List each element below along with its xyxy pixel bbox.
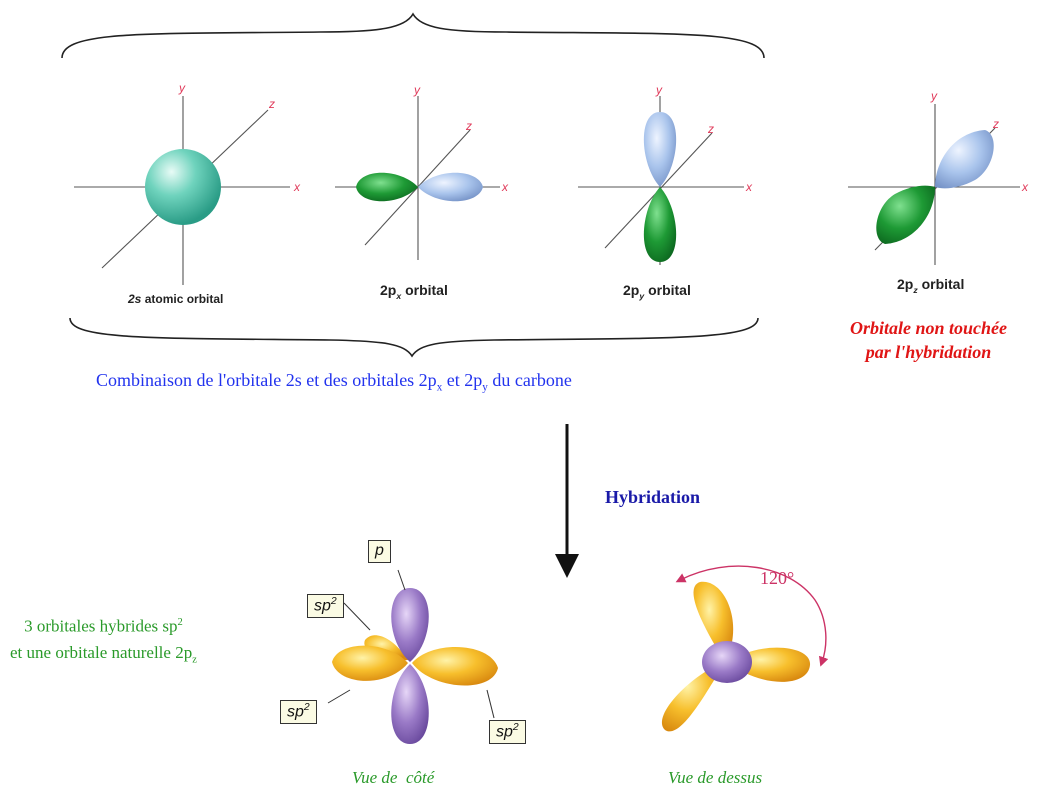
axis-label-y: y — [178, 81, 186, 95]
caption-sub-y: y — [482, 381, 488, 394]
result-text: et une orbitale naturelle 2p — [10, 642, 193, 662]
axis-label-x: x — [745, 180, 753, 194]
axis-label-z: z — [992, 117, 999, 131]
orbital-prefix: 2s — [128, 292, 142, 306]
callout-sup: 2 — [512, 722, 519, 733]
orbital-name: orbital — [648, 282, 691, 298]
orbital-2s: x y z — [74, 81, 301, 285]
combination-caption: Combinaison de l'orbitale 2s et des orbi… — [96, 370, 572, 394]
orbital-prefix: 2p — [897, 276, 914, 292]
sp2-lobe-left — [332, 645, 408, 681]
axis-label-x: x — [501, 180, 509, 194]
axis-label-x: x — [1021, 180, 1029, 194]
axis-label-y: y — [930, 89, 938, 103]
orbital-2px: x y z — [335, 83, 509, 260]
sp2-side-view — [327, 569, 498, 744]
orbital-sub: y — [639, 290, 645, 301]
untouched-note: Orbitale non touchée par l'hybridation — [850, 316, 1007, 364]
angle-arrow — [675, 565, 829, 667]
caption-sub-x: x — [436, 381, 443, 394]
orbital-name: orbital — [921, 276, 965, 292]
view-label-side: Vue de côté — [352, 768, 435, 787]
callout-sp2-upper-left: sp2 — [307, 594, 344, 619]
axis-label-x: x — [293, 180, 301, 194]
s-orbital-sphere — [145, 149, 221, 225]
top-brace — [61, 12, 765, 59]
sp2-top-view — [662, 565, 829, 732]
orbital-name: orbital — [405, 282, 448, 298]
result-line1: 3 orbitales hybrides sp2 — [10, 610, 197, 640]
orbital-label-2s: 2s atomic orbital — [128, 292, 223, 306]
px-lobe-green — [356, 172, 418, 202]
bottom-brace — [69, 317, 759, 358]
callout-p: p — [368, 540, 391, 563]
view-label-top: Vue de dessus — [668, 768, 763, 787]
callout-sup: 2 — [330, 596, 337, 607]
result-sup: 2 — [177, 617, 183, 628]
axis-label-y: y — [413, 83, 421, 97]
result-text: 3 orbitales hybrides sp — [24, 616, 178, 636]
callout-sup: 2 — [303, 702, 310, 713]
callout-text: sp — [314, 597, 331, 615]
sp2-lobe-right — [412, 647, 498, 686]
orbital-name: atomic orbital — [144, 292, 224, 306]
caption-part: du carbone — [487, 370, 572, 390]
axis-label-z: z — [465, 119, 472, 133]
callout-text: sp — [287, 703, 304, 721]
caption-part: et 2p — [442, 370, 483, 390]
py-lobe-blue — [643, 112, 677, 187]
p-lobe-bottom — [391, 664, 429, 744]
orbital-label-2pz: 2pz orbital — [897, 276, 964, 295]
p-orbital-top — [702, 641, 752, 683]
result-sub: z — [192, 654, 197, 666]
untouched-note-line2: par l'hybridation — [865, 342, 992, 362]
orbital-2py: x y z — [578, 83, 753, 265]
p-lobe-top — [391, 588, 429, 662]
orbital-sub: z — [913, 284, 918, 295]
pz-lobe-green — [876, 185, 935, 244]
orbital-label-2py: 2py orbital — [623, 282, 691, 301]
pz-lobe-blue — [935, 130, 994, 189]
hybridization-label: Hybridation — [605, 487, 701, 507]
py-lobe-green — [643, 187, 677, 262]
angle-label: 120° — [760, 568, 795, 588]
callout-sp2-right: sp2 — [489, 720, 526, 745]
axis-label-z: z — [707, 122, 714, 136]
callout-sp2-lower-left: sp2 — [280, 700, 317, 725]
result-line2: et une orbitale naturelle 2pz — [10, 640, 197, 673]
orbital-2pz: x y z — [848, 89, 1029, 265]
orbital-sub: x — [396, 290, 402, 301]
axis-label-z: z — [268, 97, 275, 111]
sp2-lobe-bottom-left — [662, 662, 725, 732]
orbital-prefix: 2p — [380, 282, 397, 298]
callout-text: p — [375, 542, 384, 559]
callout-text: sp — [496, 723, 513, 741]
untouched-note-line1: Orbitale non touchée — [850, 318, 1008, 338]
orbital-prefix: 2p — [623, 282, 640, 298]
result-description: 3 orbitales hybrides sp2 et une orbitale… — [10, 610, 197, 673]
px-lobe-blue — [418, 172, 483, 202]
orbital-label-2px: 2px orbital — [380, 282, 448, 301]
axis-label-y: y — [655, 83, 663, 97]
caption-part: Combinaison de l'orbitale 2s et des orbi… — [96, 370, 437, 390]
